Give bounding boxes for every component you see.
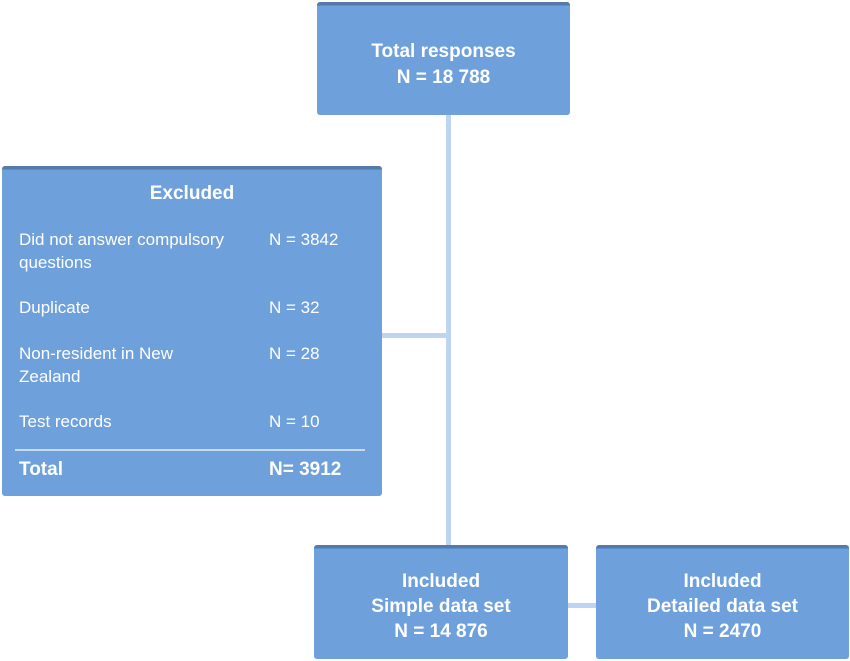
total-responses-title: Total responses xyxy=(371,41,516,62)
connector-excluded-branch xyxy=(381,333,450,338)
excluded-row-label-duplicate: Duplicate xyxy=(19,298,90,317)
included-detailed-count: N = 2470 xyxy=(683,621,762,642)
excluded-row-value-non-resident: N = 28 xyxy=(269,344,320,363)
excluded-row-value-unanswered: N = 3842 xyxy=(269,230,339,249)
total-responses-box: Total responses N = 18 788 xyxy=(317,2,570,115)
excluded-total-divider xyxy=(15,449,365,451)
included-simple-box: Included Simple data set N = 14 876 xyxy=(314,545,568,659)
excluded-box: Excluded Did not answer compulsory quest… xyxy=(2,166,382,496)
total-responses-count: N = 18 788 xyxy=(396,67,491,88)
connector-total-to-included xyxy=(446,114,451,547)
excluded-title: Excluded xyxy=(149,183,235,204)
included-simple-count: N = 14 876 xyxy=(394,621,488,642)
included-simple-title: Included xyxy=(401,571,481,592)
excluded-row-value-test-records: N = 10 xyxy=(269,412,320,431)
included-detailed-box: Included Detailed data set N = 2470 xyxy=(596,545,849,659)
included-detailed-title: Included xyxy=(683,571,762,592)
excluded-total-label: Total xyxy=(19,459,63,480)
excluded-row-value-duplicate: N = 32 xyxy=(269,298,320,317)
excluded-row-label-unanswered: Did not answer compulsory questions xyxy=(19,230,225,272)
excluded-row-label-test-records: Test records xyxy=(19,412,112,431)
included-simple-subtitle: Simple data set xyxy=(371,596,511,617)
excluded-total-value: N= 3912 xyxy=(269,459,342,480)
included-detailed-subtitle: Detailed data set xyxy=(647,596,798,617)
connector-included-simple-to-detailed xyxy=(566,603,597,608)
excluded-row-label-non-resident: Non-resident in New Zealand xyxy=(19,344,174,386)
